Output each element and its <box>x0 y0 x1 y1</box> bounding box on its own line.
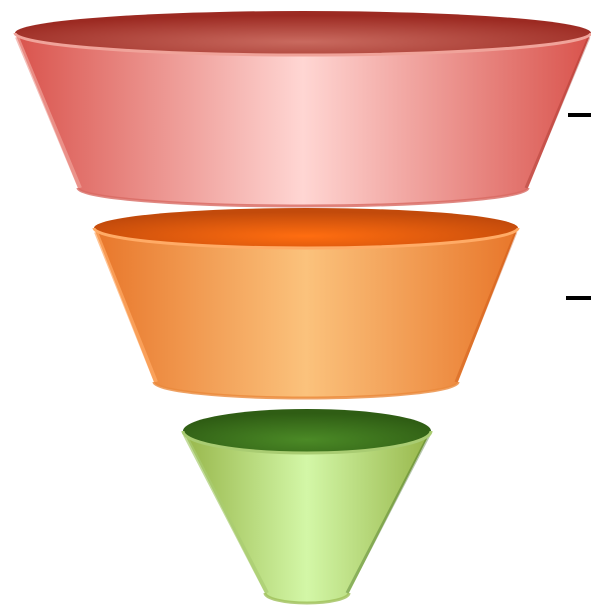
funnel-tier-middle-body <box>94 228 518 398</box>
funnel-tier-top-body <box>15 33 591 206</box>
funnel-tiers <box>15 11 591 603</box>
funnel-connectors <box>566 115 591 298</box>
funnel-tier-top <box>15 11 591 206</box>
funnel-tier-middle <box>94 208 518 398</box>
funnel-tier-bottom <box>183 409 431 603</box>
funnel-tier-bottom-body <box>183 431 431 603</box>
